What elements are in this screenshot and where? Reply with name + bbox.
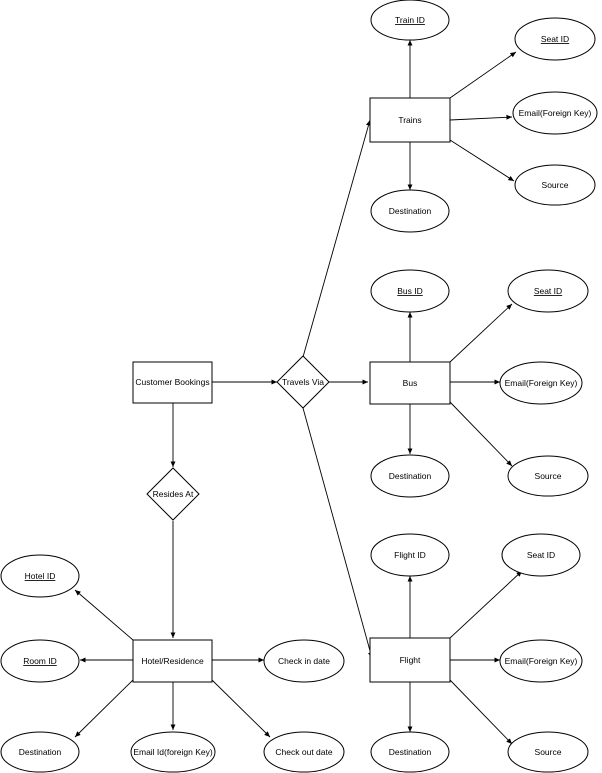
- edge-hotel-dest: [74, 679, 134, 738]
- attr-label: Email Id(foreign Key): [133, 747, 213, 757]
- entity-label: Flight: [400, 655, 421, 665]
- attr-label: Seat ID: [541, 34, 569, 44]
- entity-hotel-residence: Hotel/Residence: [132, 639, 213, 683]
- attr-label: Bus ID: [397, 286, 423, 296]
- attr-label: Email(Foreign Key): [505, 378, 578, 388]
- edge-flight-seat: [449, 570, 523, 639]
- attr-label: Email(Foreign Key): [519, 108, 592, 118]
- attr-hotel-email: Email Id(foreign Key): [130, 731, 216, 773]
- attr-train-id: Train ID: [370, 0, 450, 41]
- attr-flight-source: Source: [507, 731, 589, 773]
- attr-label: Train ID: [395, 15, 425, 25]
- entity-flight: Flight: [369, 637, 451, 683]
- edge-trains-source: [449, 139, 515, 182]
- attr-room-id: Room ID: [0, 639, 80, 683]
- attr-flight-email: Email(Foreign Key): [499, 639, 583, 683]
- attr-label: Seat ID: [534, 286, 562, 296]
- relationship-label: Travels Via: [282, 377, 324, 387]
- attr-train-source: Source: [514, 164, 596, 206]
- attr-check-out-date: Check out date: [263, 731, 345, 773]
- attr-flight-destination: Destination: [370, 731, 450, 773]
- edges: [74, 40, 523, 745]
- attr-label: Flight ID: [394, 550, 426, 560]
- edge-hotel-checkout: [211, 679, 271, 738]
- entity-label: Customer Bookings: [135, 377, 209, 387]
- edge-travels-trains: [302, 119, 371, 358]
- attr-label: Email(Foreign Key): [505, 656, 578, 666]
- attr-label: Room ID: [23, 656, 57, 666]
- entity-label: Hotel/Residence: [141, 656, 204, 666]
- attr-label: Destination: [389, 471, 432, 481]
- relationship-travels-via: Travels Via: [276, 355, 330, 409]
- attr-label: Seat ID: [527, 550, 555, 560]
- attr-label: Source: [535, 747, 562, 757]
- attr-bus-destination: Destination: [370, 454, 450, 498]
- attr-label: Destination: [389, 206, 432, 216]
- attr-check-in-date: Check in date: [263, 639, 345, 683]
- relationship-resides-at: Resides At: [146, 467, 200, 521]
- attr-bus-seat-id: Seat ID: [507, 269, 589, 313]
- edge-travels-flight: [302, 407, 373, 659]
- attr-train-destination: Destination: [370, 189, 450, 233]
- attr-flight-seat-id: Seat ID: [501, 533, 581, 577]
- edge-flight-source: [449, 679, 513, 745]
- attr-bus-source: Source: [507, 455, 589, 497]
- entity-customer-bookings: Customer Bookings: [132, 361, 213, 404]
- attr-label: Hotel ID: [25, 571, 56, 581]
- attr-label: Check out date: [275, 747, 332, 757]
- attr-label: Source: [542, 180, 569, 190]
- edge-hotel-id: [74, 589, 134, 641]
- entity-label: Trains: [398, 115, 421, 125]
- attr-bus-id: Bus ID: [370, 269, 450, 313]
- attr-bus-email: Email(Foreign Key): [499, 361, 583, 405]
- attr-hotel-destination: Destination: [0, 731, 80, 773]
- edge-bus-seat: [449, 303, 513, 363]
- attr-train-seat-id: Seat ID: [514, 17, 596, 61]
- entity-trains: Trains: [369, 97, 451, 143]
- attr-train-email: Email(Foreign Key): [512, 91, 598, 135]
- attr-label: Source: [535, 471, 562, 481]
- entity-label: Bus: [403, 378, 418, 388]
- edge-trains-seat: [449, 51, 517, 99]
- edge-bus-source: [449, 401, 513, 467]
- attr-label: Destination: [19, 747, 62, 757]
- attr-label: Check in date: [278, 656, 330, 666]
- relationship-label: Resides At: [153, 489, 194, 499]
- entity-bus: Bus: [369, 361, 451, 405]
- attr-hotel-id: Hotel ID: [0, 554, 80, 598]
- attr-label: Destination: [389, 747, 432, 757]
- edge-trains-email: [449, 114, 513, 121]
- attr-flight-id: Flight ID: [370, 533, 450, 577]
